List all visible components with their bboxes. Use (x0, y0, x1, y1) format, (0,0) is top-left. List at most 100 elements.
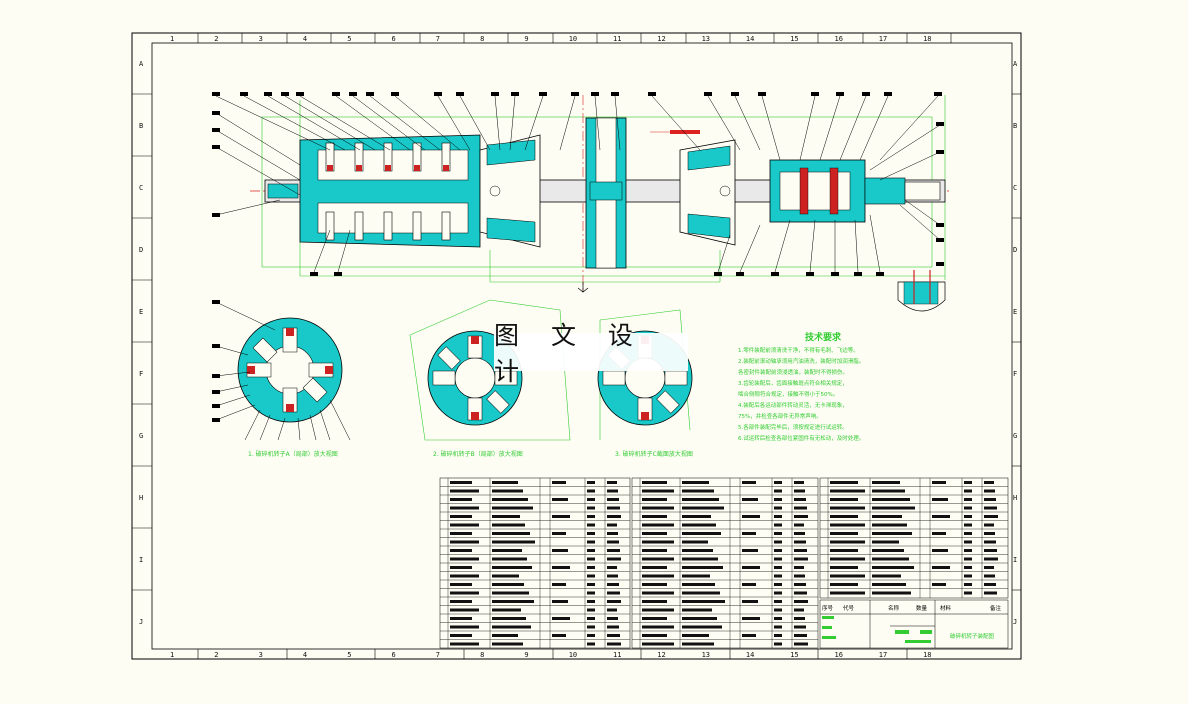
table-cell-text (642, 634, 667, 637)
table-cell-text (984, 515, 998, 518)
zone-number: 10 (568, 35, 578, 43)
zone-letter: I (1013, 556, 1018, 564)
table-cell-text (774, 506, 782, 510)
table-cell-text (794, 608, 804, 612)
table-cell-text (682, 574, 710, 578)
table-cell-text (872, 549, 904, 552)
table-cell-text (607, 506, 620, 510)
table-cell-text (774, 549, 782, 552)
table-cell-text (450, 625, 479, 629)
table-cell-text (642, 600, 667, 603)
table-cell-text (492, 634, 518, 637)
tech-req-line: 4.装配后各运动部件转动灵活，无卡滞现象， (738, 403, 848, 409)
table-cell-text (450, 608, 479, 612)
table-cell-text (587, 515, 595, 518)
table-cell-text (642, 566, 667, 569)
table-cell-text (984, 498, 996, 501)
zone-number: 17 (878, 35, 888, 43)
table-cell-text (642, 608, 674, 612)
table-cell-text (872, 481, 900, 484)
inner-border (151, 42, 1013, 650)
table-cell-text (682, 625, 722, 629)
zone-number: 9 (524, 35, 529, 43)
table-cell-text (774, 515, 782, 518)
table-cell-text (492, 540, 535, 544)
zone-number: 8 (480, 651, 485, 659)
table-cell-text (774, 574, 782, 578)
drawing-name: 破碎机转子装配图 (950, 634, 995, 640)
table-cell-text (450, 583, 472, 586)
table-cell-text (774, 591, 782, 595)
title-block-h1: 序号 (822, 606, 834, 612)
table-cell-text (552, 617, 570, 620)
zone-number: 7 (435, 35, 441, 43)
table-cell-text (492, 574, 519, 578)
table-cell-text (964, 498, 972, 501)
table-cell-text (830, 489, 865, 493)
table-cell-text (830, 498, 858, 501)
table-cell-text (794, 566, 804, 569)
table-cell-text (642, 506, 674, 510)
table-cell-text (932, 498, 948, 501)
tech-req-line: 5.各部件装配完毕后，须按规定进行试运转。 (738, 425, 848, 431)
table-cell-text (872, 498, 910, 501)
table-cell-text (642, 515, 667, 518)
table-cell-text (450, 642, 479, 646)
table-cell-text (607, 617, 618, 620)
table-cell-text (450, 617, 472, 620)
table-cell-text (682, 634, 709, 637)
zone-number: 13 (701, 35, 711, 43)
zone-number: 15 (790, 35, 799, 43)
outer-border (131, 32, 1022, 660)
table-cell-text (964, 591, 972, 595)
table-cell-text (642, 557, 674, 561)
zone-letter: A (139, 60, 144, 68)
zone-letter: F (139, 370, 144, 378)
table-cell-text (830, 523, 865, 527)
table-cell-text (607, 608, 617, 612)
table-cell-text (774, 481, 782, 484)
table-cell-text (587, 617, 595, 620)
table-cell-text (587, 574, 595, 578)
table-cell-text (450, 506, 479, 510)
zone-number: 8 (480, 35, 485, 43)
zone-number: 4 (302, 35, 308, 43)
zone-number: 2 (214, 651, 219, 659)
table-cell-text (552, 566, 570, 569)
table-cell-text (794, 557, 808, 561)
zone-letter: H (1013, 494, 1018, 502)
table-cell-text (492, 642, 523, 646)
table-cell-text (450, 498, 472, 501)
table-cell-text (774, 608, 782, 612)
table-cell-text (742, 515, 760, 518)
table-cell-text (774, 557, 782, 561)
table-cell-text (774, 600, 782, 603)
table-cell-text (450, 540, 479, 544)
zone-number: 14 (745, 35, 755, 43)
table-cell-text (830, 566, 858, 569)
table-cell-text (450, 549, 472, 552)
table-cell-text (794, 481, 804, 484)
table-cell-text (984, 566, 994, 569)
table-cell-text (492, 608, 521, 612)
table-cell-text (492, 566, 532, 569)
table-cell-text (492, 523, 525, 527)
zone-number: 15 (790, 651, 799, 659)
table-cell-text (607, 549, 620, 552)
table-cell-text (492, 489, 523, 493)
table-cell-text (450, 523, 479, 527)
table-cell-text (642, 625, 674, 629)
table-cell-text (587, 549, 595, 552)
table-cell-text (830, 583, 858, 586)
title-block-h5: 材料 (940, 606, 952, 612)
table-cell-text (587, 625, 595, 629)
table-cell-text (642, 489, 674, 493)
table-cell-text (642, 591, 674, 595)
table-cell-text (794, 498, 806, 501)
table-cell-text (742, 549, 758, 552)
table-cell-text (774, 532, 782, 535)
table-cell-text (607, 532, 618, 535)
table-cell-text (607, 574, 618, 578)
table-cell-text (587, 523, 595, 527)
table-cell-text (794, 574, 805, 578)
